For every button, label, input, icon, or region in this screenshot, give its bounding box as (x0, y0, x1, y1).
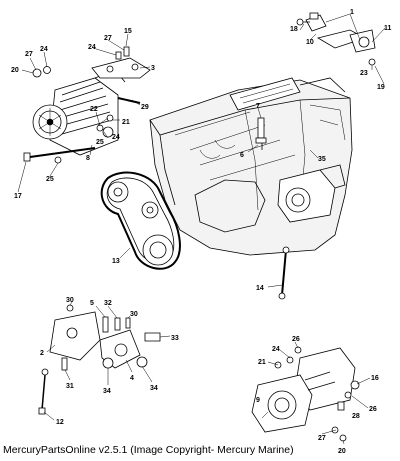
drive-belt (100, 171, 181, 270)
callout-16: 16 (371, 375, 379, 382)
callout-6: 6 (240, 152, 244, 159)
callout-30: 30 (130, 311, 138, 318)
callout-21: 21 (122, 119, 130, 126)
callout-2: 2 (40, 350, 44, 357)
callout-27: 27 (318, 435, 326, 442)
callout-24: 24 (272, 346, 280, 353)
dipstick-tube (278, 246, 290, 300)
callout-29: 29 (141, 104, 149, 111)
image-caption: MercuryPartsOnline v2.5.1 (Image Copyrig… (3, 444, 294, 456)
callout-8: 8 (86, 155, 90, 162)
callout-24: 24 (40, 46, 48, 53)
callout-4: 4 (130, 375, 134, 382)
callout-22: 22 (90, 106, 98, 113)
callout-7: 7 (256, 103, 260, 110)
callout-24: 24 (112, 134, 120, 141)
mounting-bracket (38, 304, 161, 415)
alternator (32, 69, 126, 156)
callout-19: 19 (377, 84, 385, 91)
sender-assembly (296, 12, 376, 66)
callout-25: 25 (96, 139, 104, 146)
callout-20: 20 (338, 448, 346, 455)
callout-21: 21 (258, 359, 266, 366)
callout-30: 30 (66, 297, 74, 304)
starter-motor (277, 164, 346, 223)
callout-1: 1 (350, 9, 354, 16)
callout-20: 20 (11, 67, 19, 74)
callout-27: 27 (25, 51, 33, 58)
callout-35: 35 (318, 156, 326, 163)
callout-28: 28 (352, 413, 360, 420)
callout-26: 26 (292, 336, 300, 343)
callout-24: 24 (88, 44, 96, 51)
callout-27: 27 (104, 35, 112, 42)
leader-lines (17, 13, 386, 445)
callout-labels: 1 10 11 18 23 19 27 24 20 24 27 15 3 29 … (11, 9, 392, 455)
callout-32: 32 (104, 300, 112, 307)
callout-3: 3 (151, 65, 155, 72)
callout-14: 14 (256, 285, 264, 292)
callout-9: 9 (256, 397, 260, 404)
callout-26: 26 (369, 406, 377, 413)
callout-34: 34 (103, 388, 111, 395)
callout-12: 12 (56, 419, 64, 426)
callout-13: 13 (112, 258, 120, 265)
callout-23: 23 (360, 70, 368, 77)
valve-cover (229, 77, 301, 111)
callout-18: 18 (290, 26, 298, 33)
callout-15: 15 (124, 28, 132, 35)
callout-33: 33 (171, 335, 179, 342)
callout-5: 5 (90, 300, 94, 307)
callout-25: 25 (46, 176, 54, 183)
starter-assembly (251, 346, 360, 442)
callout-10: 10 (306, 39, 314, 46)
alternator-bracket (91, 57, 151, 79)
callout-11: 11 (384, 25, 392, 32)
callout-34: 34 (150, 385, 158, 392)
callout-31: 31 (66, 383, 74, 390)
callout-17: 17 (14, 193, 22, 200)
